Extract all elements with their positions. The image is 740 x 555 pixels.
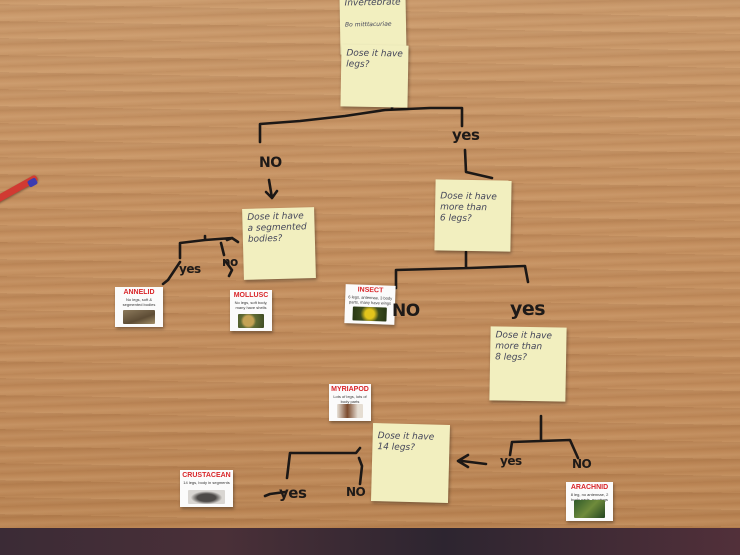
label-yes-more6: yes <box>510 298 546 320</box>
note-top-line4: legs? <box>346 59 370 70</box>
card-crustacean: CRUSTACEAN 14 legs, body in segments <box>180 470 233 507</box>
floor-strip <box>0 528 740 555</box>
branch-top <box>258 106 464 144</box>
label-no-more6: NO <box>392 301 420 321</box>
card-arachnid: ARACHNID 8 leg, no antennae, 2 body part… <box>566 482 613 521</box>
arrow-to-14 <box>456 453 488 469</box>
note-more8-line3: 8 legs? <box>495 352 528 363</box>
card-annelid-title: ANNELID <box>123 289 155 296</box>
note-more6-line3: 6 legs? <box>439 213 472 224</box>
branch-right-lower <box>508 414 580 460</box>
label-no-14legs: NO <box>346 485 366 499</box>
card-crustacean-title: CRUSTACEAN <box>182 472 231 479</box>
note-top-line1: Invertebrate <box>344 0 401 9</box>
card-myriapod: MYRIAPOD Lots of legs, lots of body part… <box>329 384 371 421</box>
note-14-legs: Dose it have 14 legs? <box>370 423 451 503</box>
card-crustacean-desc: 14 legs, body in segments <box>183 480 230 485</box>
note-more-than-6-legs: Dose it have more than 6 legs? <box>434 179 512 252</box>
card-mollusc-desc: No legs, soft body, many have shells <box>234 300 268 310</box>
card-annelid-desc: No legs, soft & segmented bodies <box>122 297 156 307</box>
label-yes-segmented: yes <box>179 262 201 276</box>
card-insect: INSECT 6 legs, antennae, 3 body parts, m… <box>344 284 396 325</box>
note-segmented-bodies: Dose it have a segmented bodies? <box>242 207 316 280</box>
insect-photo <box>352 306 387 322</box>
label-yes-14legs: yes <box>279 484 307 502</box>
branch-left-small <box>161 234 240 286</box>
card-arachnid-title: ARACHNID <box>570 484 609 491</box>
card-myriapod-desc: Lots of legs, lots of body parts <box>333 394 367 404</box>
centipede-photo <box>337 404 363 418</box>
stem-yes-1 <box>463 148 494 180</box>
note-segmented-line2: a segmented <box>247 222 307 234</box>
label-no-legs: NO <box>259 155 282 171</box>
note-segmented-line3: bodies? <box>247 233 283 245</box>
woodlouse-photo <box>188 490 225 504</box>
card-mollusc: MOLLUSC No legs, soft body, many have sh… <box>230 290 272 331</box>
branch-mid <box>394 250 530 290</box>
arrow-down-no <box>264 178 279 200</box>
note-top-line2: Bo mitttacuriae <box>344 20 392 29</box>
card-annelid: ANNELID No legs, soft & segmented bodies <box>115 287 163 327</box>
note-legs14-line2: 14 legs? <box>377 442 416 454</box>
label-no-segmented: no <box>222 255 238 269</box>
card-mollusc-title: MOLLUSC <box>233 292 269 299</box>
card-insect-desc: 6 legs, antennae, 3 body parts, many hav… <box>348 294 393 306</box>
note-more-than-8-legs: Dose it have more than 8 legs? <box>489 326 567 402</box>
note-does-it-have-legs: Dose it have legs? <box>340 44 409 108</box>
worm-photo <box>123 310 155 324</box>
card-myriapod-title: MYRIAPOD <box>331 386 369 393</box>
label-yes-more8: yes <box>500 454 522 468</box>
label-yes-legs: yes <box>452 126 480 144</box>
branch-left-lower <box>263 446 364 498</box>
label-no-more8: NO <box>572 457 592 471</box>
spider-photo <box>574 500 605 518</box>
snail-photo <box>238 314 264 328</box>
card-arachnid-desc: 8 leg, no antennae, 2 body parts, no win… <box>570 492 609 502</box>
